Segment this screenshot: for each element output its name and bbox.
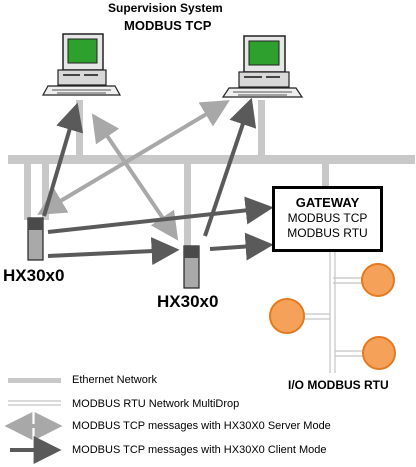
io-modbus-rtu-label: I/O MODBUS RTU xyxy=(288,378,389,392)
client-arrow-left-device-to-pc-left xyxy=(42,102,84,217)
gateway-protocol-rtu: MODBUS RTU xyxy=(287,226,368,240)
io-node-1 xyxy=(361,263,395,297)
workstation-right xyxy=(221,35,304,98)
hx30x0-device-middle xyxy=(183,245,200,289)
ethernet-drop-middle-device xyxy=(184,162,191,248)
gateway-protocol-tcp: MODBUS TCP xyxy=(287,211,368,225)
io-node-3 xyxy=(362,336,396,370)
ethernet-drop-gateway xyxy=(322,162,329,190)
ethernet-drop-pc-right xyxy=(258,100,265,158)
legend-rtu-label: MODBUS RTU Network MultiDrop xyxy=(72,398,240,410)
supervision-title: Supervision System xyxy=(108,1,223,15)
legend-server-label: MODBUS TCP messages with HX30X0 Server M… xyxy=(72,420,331,432)
supervision-subtitle: MODBUS TCP xyxy=(124,18,212,33)
io-node-2 xyxy=(269,298,305,334)
hx30x0-middle-label: HX30x0 xyxy=(157,292,219,311)
server-arrow-pc-right-to-left-device xyxy=(37,100,230,215)
client-arrow-left-device-to-middle-device xyxy=(47,237,180,266)
legend-ethernet-label: Ethernet Network xyxy=(72,374,157,386)
gateway-title: GATEWAY xyxy=(295,195,360,210)
ethernet-backbone xyxy=(8,155,415,164)
hx30x0-left-label: HX30x0 xyxy=(3,266,65,285)
legend-client-label: MODBUS TCP messages with HX30X0 Client M… xyxy=(72,444,327,456)
ethernet-drop-left-device-1 xyxy=(24,162,31,220)
client-arrow-middle-device-to-pc-right xyxy=(203,97,257,237)
legend-ethernet-symbol xyxy=(8,378,61,383)
client-arrow-middle-device-to-gateway xyxy=(209,232,274,261)
workstation-left xyxy=(41,33,122,96)
gateway-box: GATEWAY MODBUS TCP MODBUS RTU xyxy=(272,186,383,252)
legend-rtu-symbol xyxy=(8,400,61,406)
rtu-multidrop xyxy=(304,251,364,373)
client-arrow-left-device-to-gateway xyxy=(47,196,274,234)
hx30x0-device-left xyxy=(27,217,44,261)
